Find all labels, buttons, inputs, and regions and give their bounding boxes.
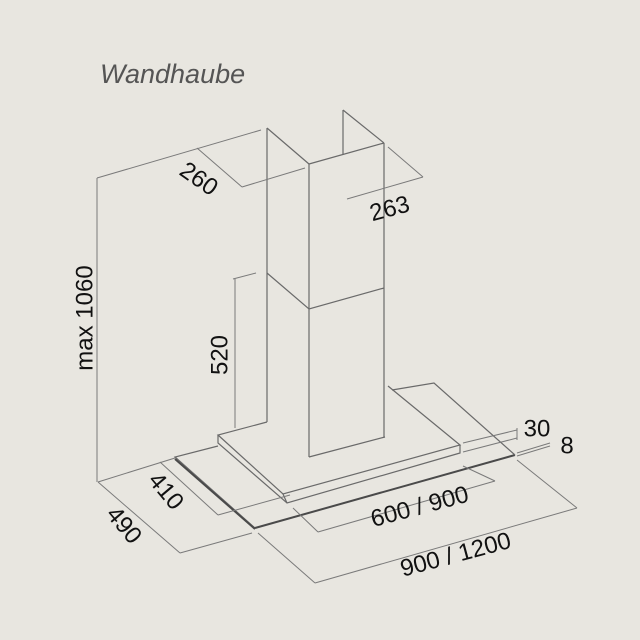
dimension-lines [96, 129, 578, 584]
dim-30: 30 [524, 415, 551, 442]
dim-600-900: 600 / 900 [368, 481, 472, 533]
dim-max-1060: max 1060 [71, 265, 98, 370]
chimney [266, 109, 386, 458]
dim-490: 490 [101, 501, 147, 549]
canopy-plate [216, 385, 462, 504]
dim-520: 520 [206, 335, 233, 375]
diagram-title: Wandhaube [100, 59, 245, 89]
dim-900-1200: 900 / 1200 [397, 527, 514, 582]
dim-8: 8 [560, 432, 573, 459]
dim-263: 263 [367, 191, 413, 227]
dim-260: 260 [175, 157, 223, 202]
glass-panel [173, 382, 516, 530]
dim-410: 410 [143, 467, 189, 515]
